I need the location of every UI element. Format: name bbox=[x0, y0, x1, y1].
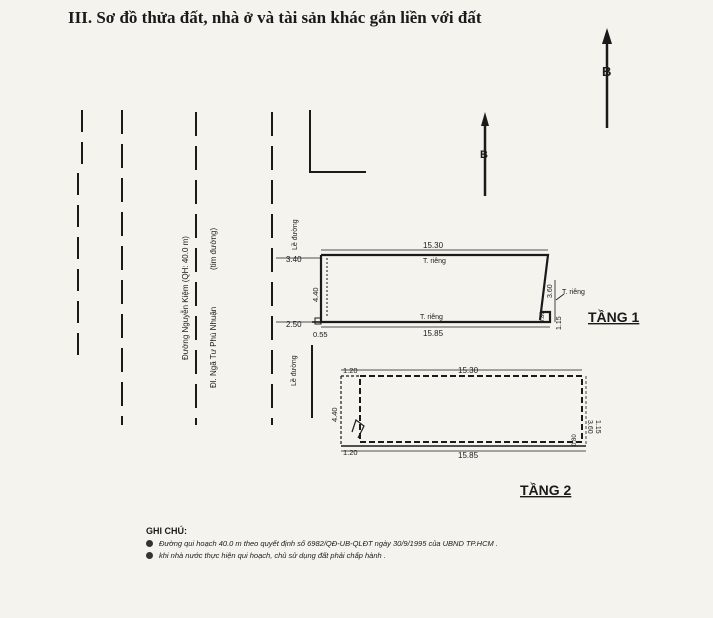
floor2-dim-left-bottom: 1.20 bbox=[343, 448, 358, 457]
floor1-dim-bottom: 15.85 bbox=[423, 329, 444, 338]
north-label-small: B bbox=[480, 149, 488, 161]
floor1-dim-right-small: 0.80 bbox=[540, 311, 546, 323]
floor1-wall-right: T. riêng bbox=[562, 289, 585, 296]
floor1-dim-offset: 0.55 bbox=[313, 330, 328, 339]
floor2-dim-left: 4.40 bbox=[330, 407, 339, 422]
floor2-dim-left-top: 1.20 bbox=[343, 366, 358, 375]
intersection-label: Đl. Ngã Tư Phú Nhuận bbox=[209, 307, 218, 388]
note-text: Đường qui hoạch 40.0 m theo quyết định s… bbox=[159, 539, 498, 548]
floor1-dim-left: 4.40 bbox=[311, 287, 320, 302]
section-heading: III. Sơ đồ thửa đất, nhà ở và tài sản kh… bbox=[68, 8, 482, 27]
north-arrow-small-icon bbox=[481, 112, 489, 196]
north-label-large: B bbox=[602, 64, 611, 79]
north-arrow-large-icon bbox=[602, 28, 612, 128]
floor1-dim-left-bottom: 2.50 bbox=[286, 320, 302, 329]
floor1-wall-top: T. riêng bbox=[423, 258, 446, 265]
notes-title: GHI CHÚ: bbox=[146, 526, 187, 536]
floor1-label: TẦNG 1 bbox=[588, 309, 640, 325]
floor1-dim-right-upper: 3.60 bbox=[547, 284, 554, 298]
notes-section: GHI CHÚ: Đường qui hoạch 40.0 m theo quy… bbox=[146, 526, 498, 560]
main-road-label: Đường Nguyễn Kiệm (QH: 40.0 m) bbox=[181, 236, 190, 360]
center-note-label: (tim đường) bbox=[209, 228, 218, 271]
floor2-dim-right-small: 0.80 bbox=[572, 434, 578, 446]
floor1-wall-bottom: T. riêng bbox=[420, 314, 443, 321]
floor1-outline bbox=[276, 249, 565, 328]
note-item: Đường qui hoạch 40.0 m theo quyết định s… bbox=[146, 539, 498, 548]
floor2-dim-top: 15.30 bbox=[458, 366, 479, 375]
sidewalk-label-top: Lề đường bbox=[290, 219, 299, 250]
floor2-dim-right-upper: 3.60 bbox=[586, 420, 593, 434]
floor1-dim-right-lower: 1.15 bbox=[556, 316, 563, 330]
floor2-dim-right-lower: 1.15 bbox=[594, 420, 601, 434]
floor2-label: TẦNG 2 bbox=[520, 482, 572, 498]
sidewalk-label-bottom: Lề đường bbox=[289, 355, 298, 386]
note-item: khi nhà nước thực hiện qui hoạch, chủ sử… bbox=[146, 551, 498, 560]
note-text: khi nhà nước thực hiện qui hoạch, chủ sử… bbox=[159, 551, 386, 560]
street-corner-top bbox=[309, 110, 366, 173]
bullet-icon bbox=[146, 540, 153, 547]
road-edges bbox=[77, 110, 273, 425]
floor2-dim-bottom: 15.85 bbox=[458, 451, 479, 460]
floor1-dim-left-top: 3.40 bbox=[286, 255, 302, 264]
floor2-outline bbox=[340, 369, 587, 452]
floor1-dim-top: 15.30 bbox=[423, 241, 444, 250]
bullet-icon bbox=[146, 552, 153, 559]
